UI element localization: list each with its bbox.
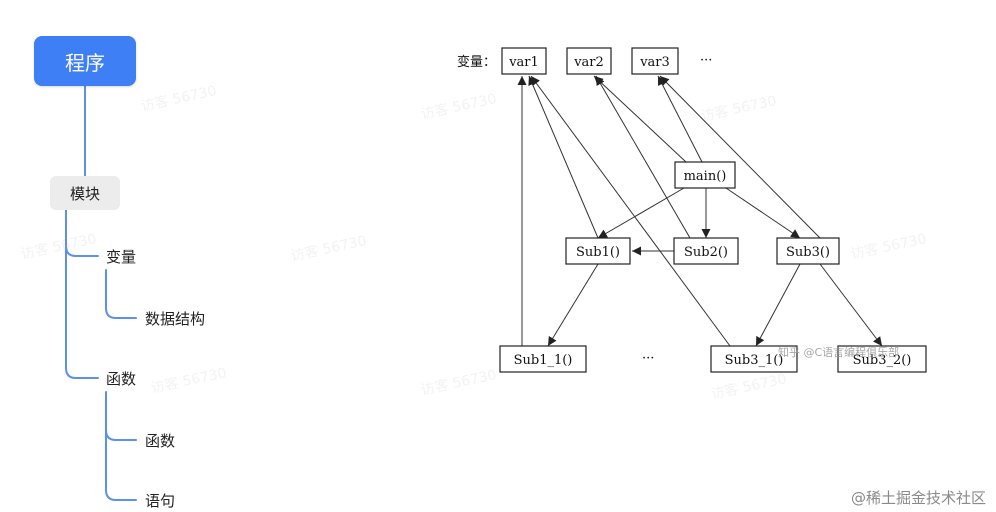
edge-sub3_1-var1 — [530, 75, 731, 347]
edge-sub3-sub3_1 — [755, 263, 801, 347]
mindmap-statement-node: 语句 — [145, 492, 176, 510]
sub1_1-node: Sub1_1() — [499, 345, 587, 373]
sub3-label: Sub3() — [786, 245, 830, 260]
edge-sub3-var3 — [659, 75, 821, 239]
mindmap-var-node: 变量 — [106, 248, 137, 266]
edge-sub1-sub1_1 — [547, 263, 599, 347]
edge-sub1-var1 — [528, 75, 599, 239]
brand-watermark: @稀土掘金技术社区 — [850, 489, 986, 507]
connector-func-statement — [105, 429, 137, 501]
connector-var-datastructure — [105, 269, 137, 319]
edge-main-sub3 — [725, 187, 801, 239]
mindmap-root-node: 程序 — [34, 36, 136, 86]
edge-sub3-sub3_2 — [819, 263, 883, 347]
mindmap-module-node: 模块 — [50, 176, 120, 210]
sub3_2-label: Sub3_2() — [853, 353, 912, 368]
sub1-node: Sub1() — [565, 237, 631, 265]
edge-main-var2 — [593, 75, 687, 163]
var1-label: var1 — [508, 55, 539, 70]
var1-node: var1 — [501, 47, 547, 75]
var-prefix-label: 变量： — [457, 54, 496, 70]
sub3-node: Sub3() — [776, 237, 840, 265]
connector-module-func — [65, 245, 99, 379]
diagram-edges — [517, 75, 883, 347]
inline-watermark: 知乎 @C语言编程俱乐部 — [778, 345, 899, 359]
main-node: main() — [674, 161, 736, 189]
sub3_2-node: Sub3_2() — [837, 345, 927, 373]
bottom-ellipsis: ··· — [642, 351, 654, 366]
var3-label: var3 — [639, 55, 670, 70]
mindmap-datastructure-node: 数据结构 — [145, 310, 206, 328]
mindmap-func-node: 函数 — [106, 370, 137, 388]
sub1_1-label: Sub1_1() — [514, 353, 573, 368]
mindmap-func-leaf-node: 函数 — [145, 432, 176, 450]
edge-main-sub1 — [597, 187, 685, 239]
sub2-node: Sub2() — [673, 237, 739, 265]
vars-ellipsis: ··· — [700, 53, 712, 68]
var2-label: var2 — [573, 55, 604, 70]
edge-main-var3 — [657, 75, 703, 163]
sub1-label: Sub1() — [576, 245, 620, 260]
sub3_1-label: Sub3_1() — [725, 353, 784, 368]
var2-node: var2 — [566, 47, 612, 75]
var3-node: var3 — [631, 47, 679, 75]
main-label: main() — [684, 169, 727, 184]
edge-sub2-var2 — [595, 75, 691, 239]
sub3_1-node: Sub3_1() — [710, 345, 798, 373]
sub2-label: Sub2() — [684, 245, 728, 260]
